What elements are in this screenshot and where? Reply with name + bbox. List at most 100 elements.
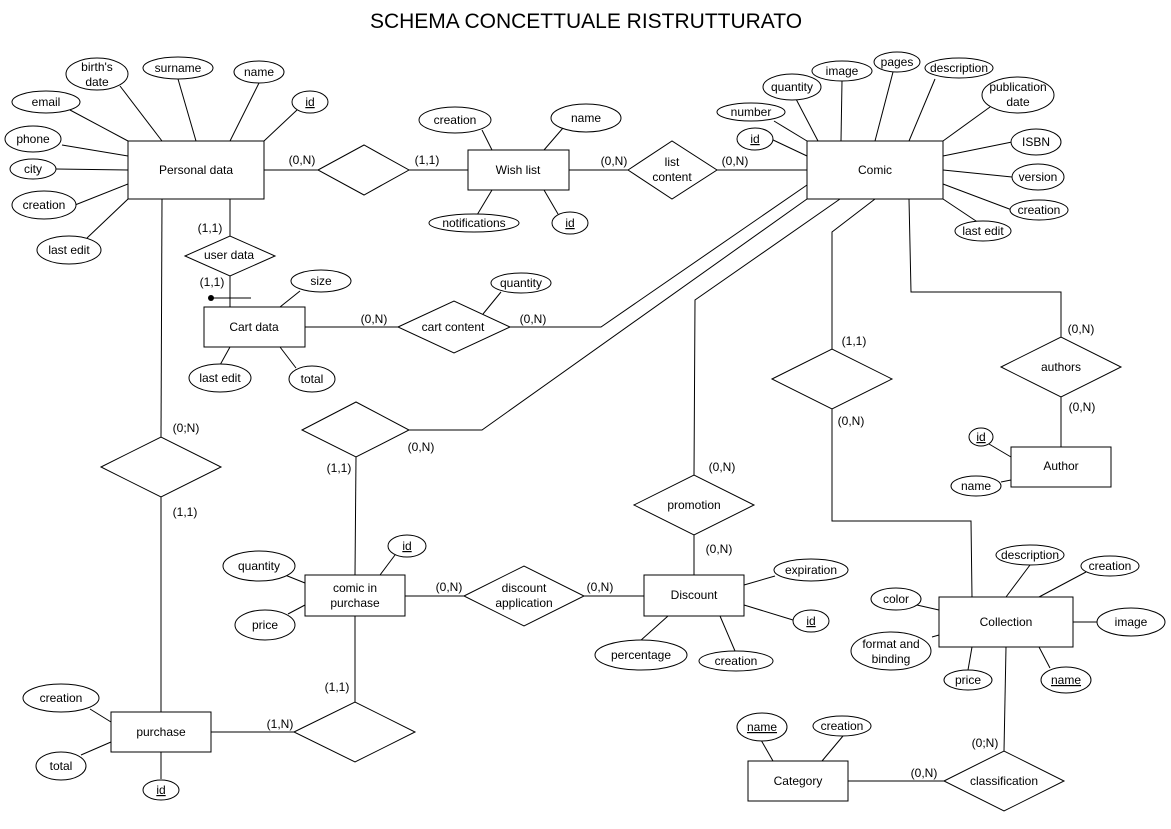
svg-text:total: total	[301, 372, 324, 386]
attribute-image: image	[811, 60, 873, 82]
attribute-id-key: id	[142, 779, 180, 801]
attribute-id-key: id	[736, 127, 774, 151]
svg-text:id: id	[976, 430, 985, 444]
attribute-quantity: quantity	[762, 73, 822, 101]
svg-text:last edit: last edit	[48, 243, 90, 257]
svg-text:creation: creation	[23, 198, 66, 212]
svg-text:phone: phone	[16, 132, 50, 146]
cardinality: (0;N)	[173, 421, 200, 435]
svg-text:creation: creation	[434, 113, 477, 127]
entity-category: Category	[747, 760, 849, 802]
relationship-label: authors	[1041, 360, 1081, 374]
relationship-user-data: user data	[183, 235, 277, 277]
cardinality: (1,1)	[198, 221, 223, 235]
svg-text:total: total	[50, 759, 73, 773]
cardinality: (0,N)	[520, 312, 547, 326]
cardinality: (0;N)	[972, 736, 999, 750]
svg-text:creation: creation	[1018, 203, 1061, 217]
attribute-publication-date: publication date	[981, 76, 1055, 114]
cardinality: (0,N)	[436, 580, 463, 594]
attribute-last-edit: last edit	[188, 363, 252, 393]
svg-text:version: version	[1019, 170, 1058, 184]
attribute-id-key: id	[291, 90, 329, 114]
relationship-promotion: promotion	[632, 474, 756, 536]
relationship-authors: authors	[999, 336, 1123, 398]
svg-text:price: price	[955, 673, 981, 687]
cardinality: (0,N)	[838, 414, 865, 428]
svg-text:name: name	[571, 111, 601, 125]
svg-text:creation: creation	[1089, 559, 1132, 573]
svg-text:notifications: notifications	[442, 216, 505, 230]
cardinality: (0,N)	[289, 153, 316, 167]
svg-text:birth's: birth's	[81, 60, 113, 74]
svg-text:image: image	[826, 64, 859, 78]
svg-text:quantity: quantity	[771, 80, 813, 94]
cardinality: (1,1)	[325, 680, 350, 694]
svg-text:image: image	[1115, 615, 1148, 629]
entity-author: Author	[1010, 446, 1112, 488]
cardinality: (0,N)	[408, 440, 435, 454]
svg-text:date: date	[85, 75, 109, 89]
svg-text:id: id	[806, 614, 815, 628]
svg-text:binding: binding	[872, 652, 911, 666]
cardinality: (1,1)	[200, 275, 225, 289]
cardinality: (0,N)	[709, 460, 736, 474]
svg-text:name: name	[244, 65, 274, 79]
svg-text:id: id	[402, 539, 411, 553]
cardinality: (0,N)	[361, 312, 388, 326]
attribute-percentage: percentage	[594, 639, 688, 671]
attribute-price: price	[234, 609, 296, 641]
attribute-quantity: quantity	[490, 272, 552, 294]
svg-text:description: description	[1001, 548, 1059, 562]
attribute-creation: creation	[1009, 199, 1069, 221]
attribute-name: name	[550, 103, 622, 133]
cardinality: (1,1)	[842, 334, 867, 348]
svg-text:name: name	[961, 479, 991, 493]
entity-label-line2: purchase	[330, 596, 380, 610]
svg-text:city: city	[24, 162, 42, 176]
svg-text:name: name	[747, 720, 777, 734]
attribute-id-key: id	[968, 427, 994, 447]
entity-comic: Comic	[806, 140, 944, 200]
attribute-expiration: expiration	[773, 558, 849, 582]
relationship-classification: classification	[942, 750, 1066, 812]
attribute-price: price	[943, 669, 993, 691]
entity-personal-data: Personal data	[127, 140, 265, 200]
relationship-label: user data	[204, 248, 254, 262]
attribute-image: image	[1096, 607, 1166, 637]
relationship-cart-content: cart content	[396, 300, 512, 354]
attribute-id-key: id	[551, 211, 589, 235]
svg-text:date: date	[1006, 95, 1030, 109]
cardinality: (0,N)	[911, 766, 938, 780]
attribute-color: color	[870, 587, 922, 611]
attribute-email: email	[11, 90, 81, 114]
entity-label: Category	[774, 774, 823, 788]
attribute-phone: phone	[4, 125, 62, 153]
svg-text:publication: publication	[989, 80, 1046, 94]
svg-text:description: description	[930, 61, 988, 75]
attribute-creation: creation	[1080, 555, 1140, 577]
cardinality: (0,N)	[722, 154, 749, 168]
cardinality: (0,N)	[1068, 322, 1095, 336]
relationship-comic-purchase-item	[300, 401, 411, 458]
entity-discount: Discount	[643, 574, 745, 617]
cardinality: (0,N)	[587, 580, 614, 594]
attribute-name-key: name	[1040, 666, 1092, 694]
svg-text:name: name	[1051, 673, 1081, 687]
relationship-label-line2: content	[652, 170, 692, 184]
attribute-total: total	[288, 365, 336, 393]
entity-purchase: purchase	[110, 711, 212, 753]
svg-text:format and: format and	[862, 637, 919, 651]
attribute-total: total	[35, 751, 87, 781]
relationship-discount-application: discount application	[462, 565, 586, 627]
entity-label: Author	[1043, 459, 1078, 473]
attribute-creation: creation	[698, 650, 774, 672]
svg-text:last edit: last edit	[199, 371, 241, 385]
svg-text:quantity: quantity	[238, 559, 280, 573]
cardinality: (1,1)	[415, 153, 440, 167]
svg-text:id: id	[750, 132, 759, 146]
attribute-size: size	[290, 269, 352, 293]
cardinality: (0,N)	[601, 154, 628, 168]
entity-label: Personal data	[159, 163, 233, 177]
relationship-comic-collection	[770, 348, 894, 410]
